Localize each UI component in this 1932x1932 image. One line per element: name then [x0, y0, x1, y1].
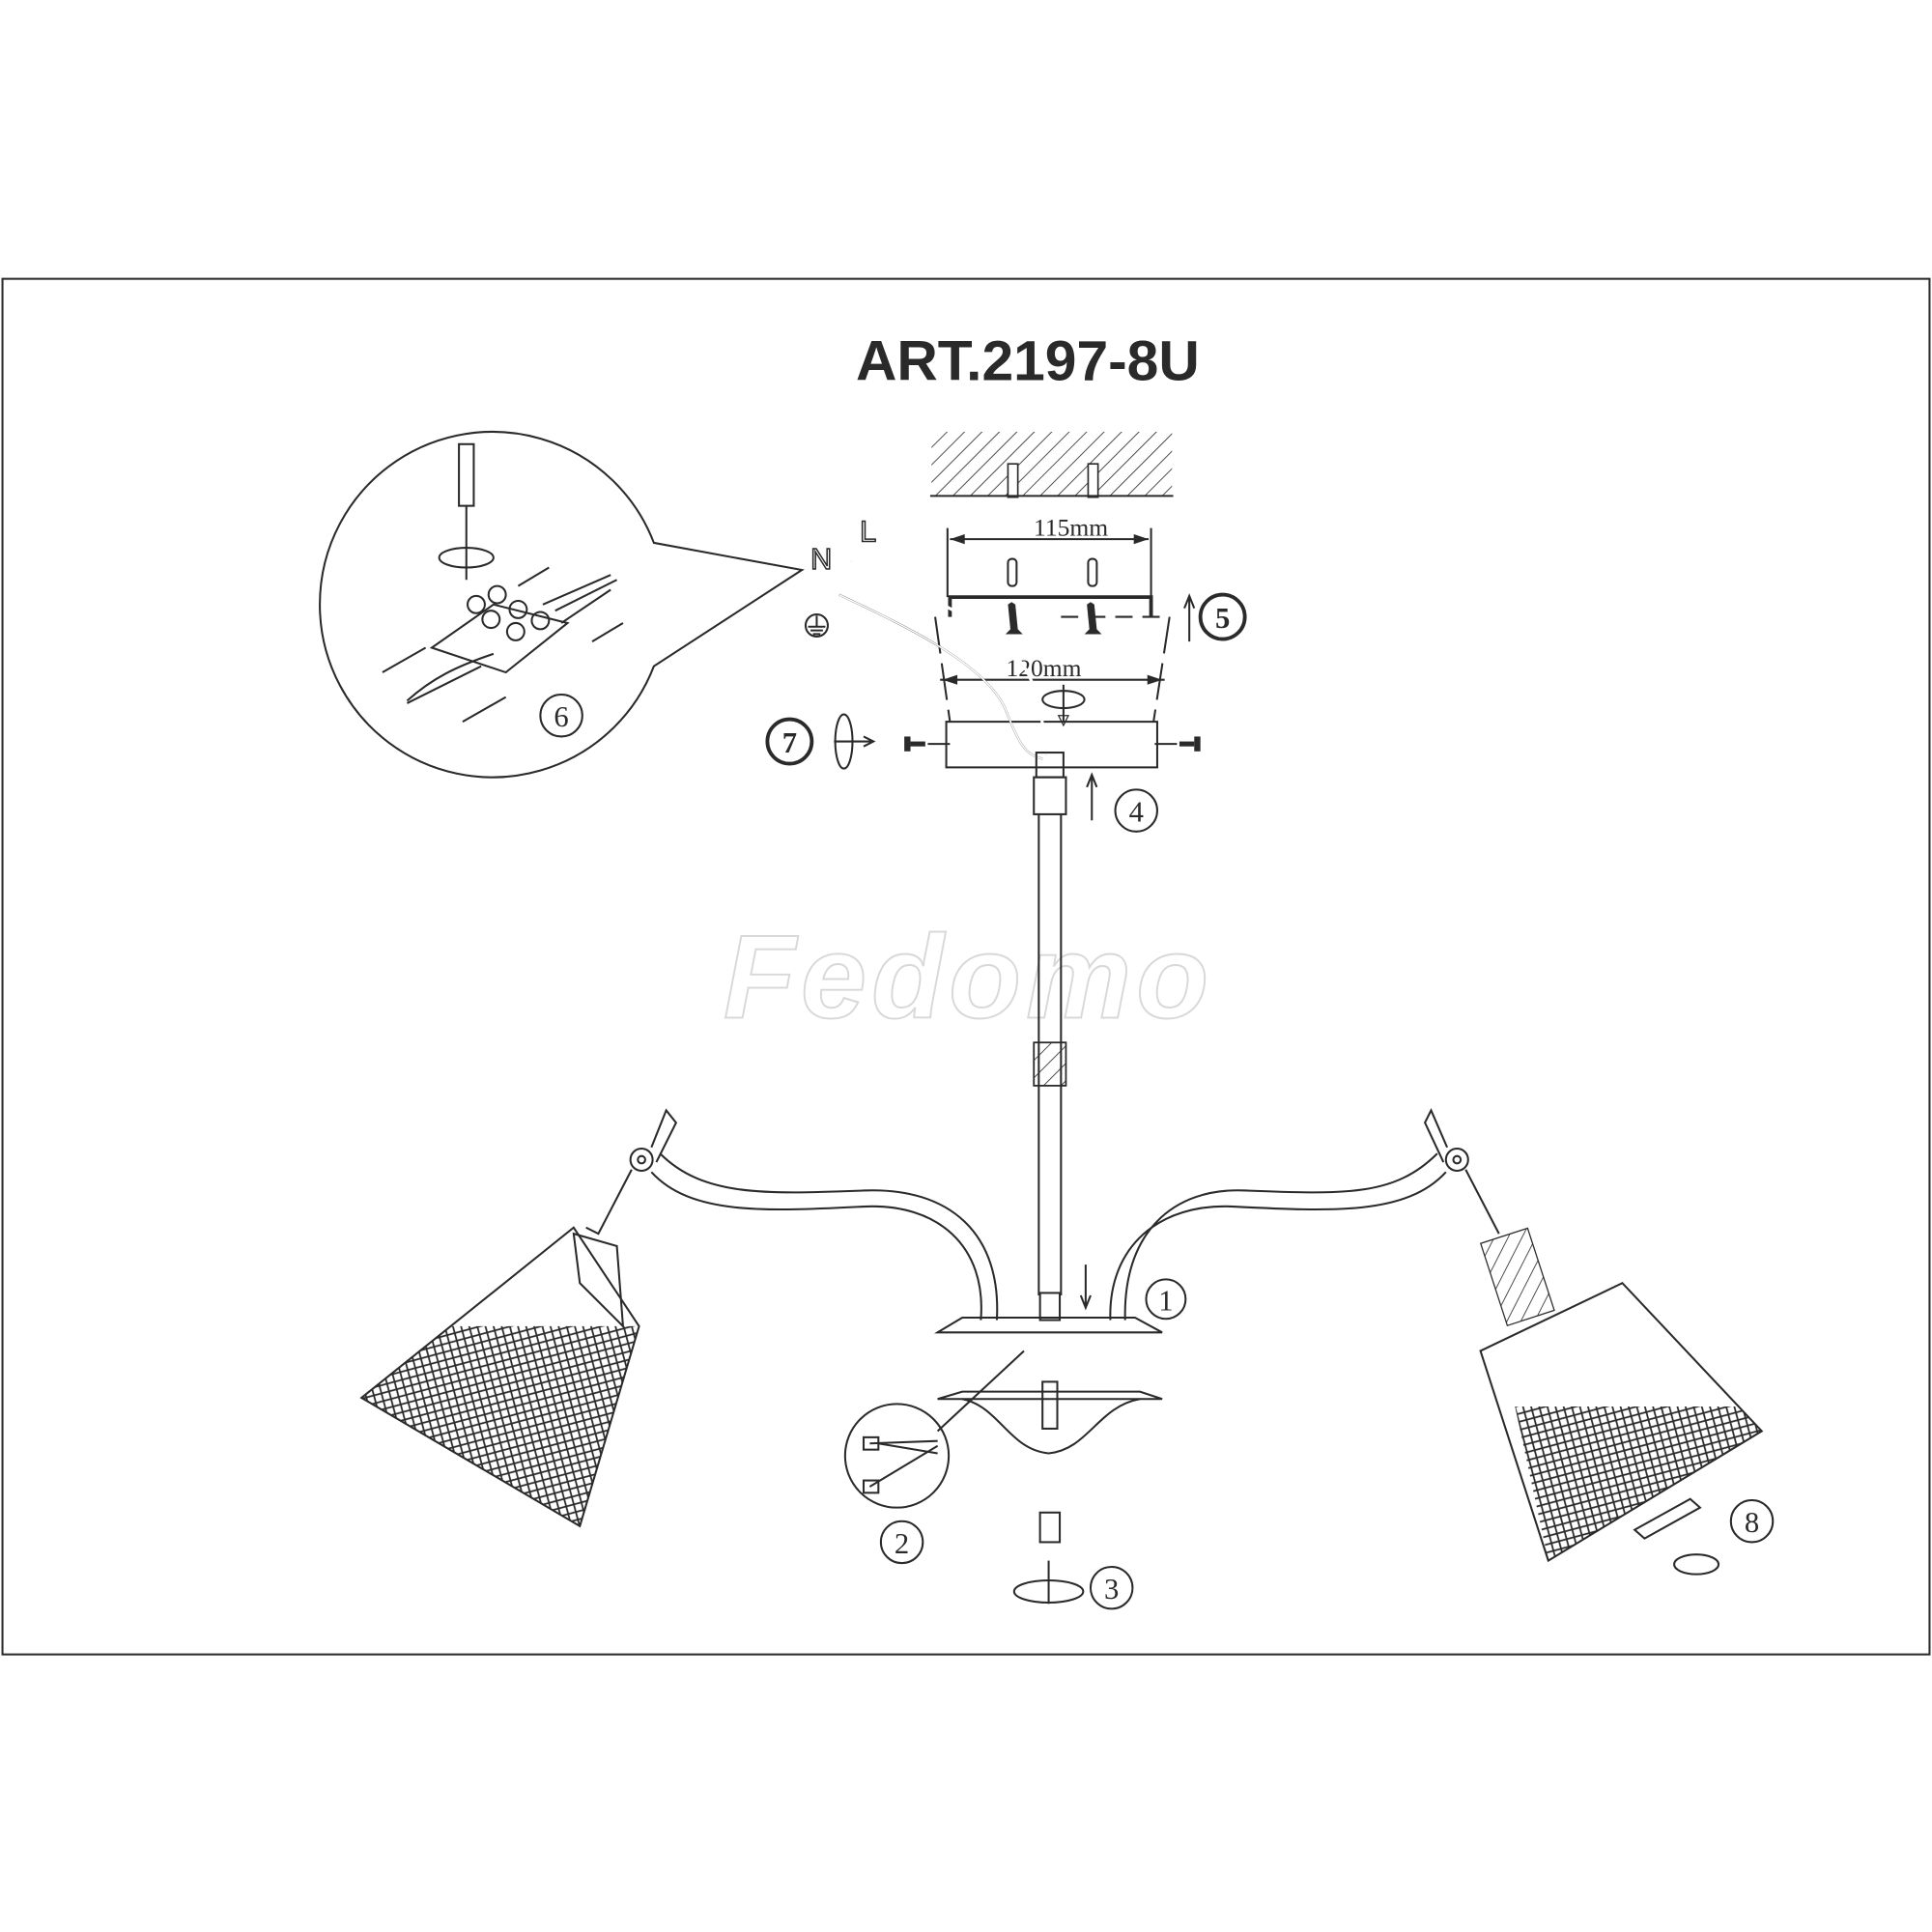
dimension-115: 115mm	[946, 513, 1152, 598]
stem	[1033, 752, 1067, 1295]
left-arm	[585, 1108, 999, 1321]
step-6: 6	[539, 694, 583, 738]
step-3: 3	[1089, 1565, 1134, 1610]
svg-text:1: 1	[1158, 1284, 1173, 1317]
supply-wires	[838, 559, 1048, 760]
step-1: 1	[1145, 1278, 1187, 1321]
body-plates	[933, 1292, 1163, 1455]
mounting-plate	[948, 595, 1153, 617]
svg-text:5: 5	[1215, 602, 1230, 635]
step-8: 8	[1729, 1498, 1775, 1544]
live-label: L	[860, 516, 876, 549]
rotate-arrow-icon	[1673, 1553, 1720, 1576]
page-title: ART.2197-8U	[856, 329, 1200, 392]
neutral-label: N	[810, 543, 832, 576]
step-7: 7	[765, 717, 814, 766]
direction-arrows	[834, 593, 1196, 1311]
svg-text:3: 3	[1104, 1573, 1119, 1605]
terminal-block-callout	[319, 431, 805, 779]
watermark: Fedomo	[724, 911, 1213, 1043]
svg-text:6: 6	[554, 700, 568, 733]
svg-text:7: 7	[782, 726, 797, 759]
step-4: 4	[1114, 788, 1158, 833]
step-2: 2	[879, 1520, 924, 1565]
ground-icon	[804, 612, 829, 639]
frame-border	[1, 277, 1931, 1656]
svg-text:115mm: 115mm	[1034, 513, 1108, 541]
step-numbers: 1 2 3 4 5 6 7 8	[539, 592, 1775, 1610]
wall-plugs	[1005, 557, 1102, 635]
end-cap	[1038, 1511, 1062, 1544]
bulb-cap	[1633, 1497, 1702, 1540]
svg-text:8: 8	[1745, 1506, 1759, 1539]
right-shade	[1479, 1281, 1764, 1563]
side-screws	[904, 736, 1201, 752]
step-5: 5	[1198, 592, 1247, 641]
svg-text:2: 2	[895, 1527, 909, 1560]
left-shade	[359, 1226, 640, 1528]
right-arm	[1109, 1108, 1555, 1327]
ceiling	[929, 431, 1174, 498]
rotate-arrow-icon	[1041, 684, 1086, 727]
svg-text:4: 4	[1129, 796, 1144, 829]
connector-detail	[843, 1350, 1025, 1509]
